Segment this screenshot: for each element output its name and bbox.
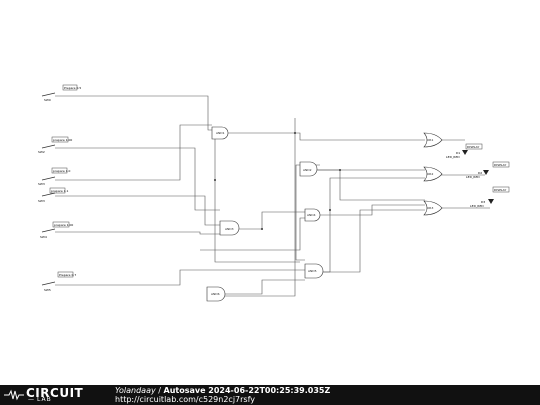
gate-label: OR3 xyxy=(427,206,433,210)
led-tag: DISPLAY xyxy=(494,163,506,167)
gate-label: AND2 xyxy=(303,168,312,172)
gate-label: AND6 xyxy=(211,292,220,296)
switch-tag: prepare 1.00 xyxy=(53,138,72,142)
logo-lab-label: LAB xyxy=(37,396,52,403)
switch-tag: prepare 1.1 xyxy=(51,189,68,193)
switch-lever xyxy=(41,192,56,197)
switch-name: SW3 xyxy=(38,199,45,203)
switch-tag-box xyxy=(57,271,74,278)
gate-label: AND5 xyxy=(308,269,317,273)
gate-label: AND3 xyxy=(225,227,234,231)
circuitlab-logo-icon xyxy=(4,389,24,401)
led-tag-box xyxy=(492,161,510,168)
switch-tag: prepare 1.00 xyxy=(54,223,73,227)
switch-lever xyxy=(41,228,56,233)
switch-lever xyxy=(41,176,56,181)
led-3: DISPLAY D3 LED_RED xyxy=(470,186,510,208)
footer-title-line: Yolandaay / Autosave 2024-06-22T00:25:39… xyxy=(115,386,330,395)
led-name: D1 xyxy=(456,151,460,155)
switch-sw6[interactable]: Prepare 0.7 SW5 xyxy=(41,271,76,292)
led-name: D2 xyxy=(478,171,482,175)
led-symbol xyxy=(488,199,494,204)
footer-bar: CIRCUIT —LAB Yolandaay / Autosave 2024-0… xyxy=(0,385,540,405)
switch-sw4[interactable]: prepare 1.1 SW3 xyxy=(38,187,68,203)
led-tag: DISPLAY xyxy=(467,145,479,149)
switch-name: SW0 xyxy=(44,98,51,102)
or-gate-1[interactable] xyxy=(423,132,443,148)
and-gate-4[interactable] xyxy=(304,208,321,222)
led-tag-box xyxy=(465,143,483,150)
resistor-icon: — xyxy=(28,396,35,403)
switch-name: SW3 xyxy=(38,182,45,186)
switch-tag: Prepare 0.7 xyxy=(59,273,76,277)
and-gate-3[interactable] xyxy=(219,220,240,236)
switch-tag-box xyxy=(51,167,68,174)
circuit-title: Autosave 2024-06-22T00:25:39.035Z xyxy=(163,386,331,395)
switch-tag-box xyxy=(52,221,70,228)
gate-label: AND1 xyxy=(216,131,225,135)
logo-text-top: CIRCUIT xyxy=(26,386,84,400)
switch-name: SW2 xyxy=(38,150,45,154)
logo-text-bottom: —LAB xyxy=(26,396,52,403)
switch-sw3[interactable]: prepare 1.0 SW3 xyxy=(38,167,70,186)
switch-name: SW4 xyxy=(40,235,47,239)
switch-sw1[interactable]: Prepare 0.5 SW0 xyxy=(41,84,81,102)
switch-lever xyxy=(41,92,56,97)
led-2: DISPLAY D2 LED_RED xyxy=(466,161,510,179)
switch-name: SW5 xyxy=(44,288,51,292)
footer-separator: / xyxy=(155,386,164,395)
switch-tag-box xyxy=(49,187,66,194)
switch-sw5[interactable]: prepare 1.00 SW4 xyxy=(40,221,73,239)
led-1: DISPLAY D1 LED_RED xyxy=(446,143,483,159)
led-tag: DISPLAY xyxy=(494,188,506,192)
switch-lever xyxy=(41,281,56,286)
switch-lever xyxy=(41,144,56,149)
and-gate-5[interactable] xyxy=(304,263,324,279)
author-name[interactable]: Yolandaay xyxy=(115,386,156,395)
switch-sw2[interactable]: prepare 1.00 SW2 xyxy=(38,136,72,154)
led-symbol xyxy=(462,150,468,155)
or-gate-3[interactable] xyxy=(423,200,443,216)
gate-label: OR2 xyxy=(427,172,433,176)
and-gate-6[interactable] xyxy=(206,286,226,302)
circuit-schematic: Prepare 0.5 SW0 prepare 1.00 SW2 prepare… xyxy=(38,84,510,302)
led-tag-box xyxy=(492,186,510,193)
gate-label: AND4 xyxy=(307,213,316,217)
and-gate-2[interactable] xyxy=(299,161,318,177)
gate-label: OR1 xyxy=(427,138,433,142)
and-gate-1[interactable] xyxy=(211,126,229,140)
or-gate-2[interactable] xyxy=(423,166,443,182)
circuit-url[interactable]: http://circuitlab.com/c529n2cj7rsfy xyxy=(115,395,256,404)
led-value: LED_RED xyxy=(470,204,484,208)
led-value: LED_RED xyxy=(466,175,480,179)
switch-tag-box xyxy=(51,136,69,143)
led-value: LED_RED xyxy=(446,155,460,159)
switch-tag: prepare 1.0 xyxy=(53,169,70,173)
switch-tag: Prepare 0.5 xyxy=(64,86,81,90)
switch-tag-box xyxy=(62,84,78,91)
led-name: D3 xyxy=(481,200,485,204)
led-symbol xyxy=(483,170,489,175)
